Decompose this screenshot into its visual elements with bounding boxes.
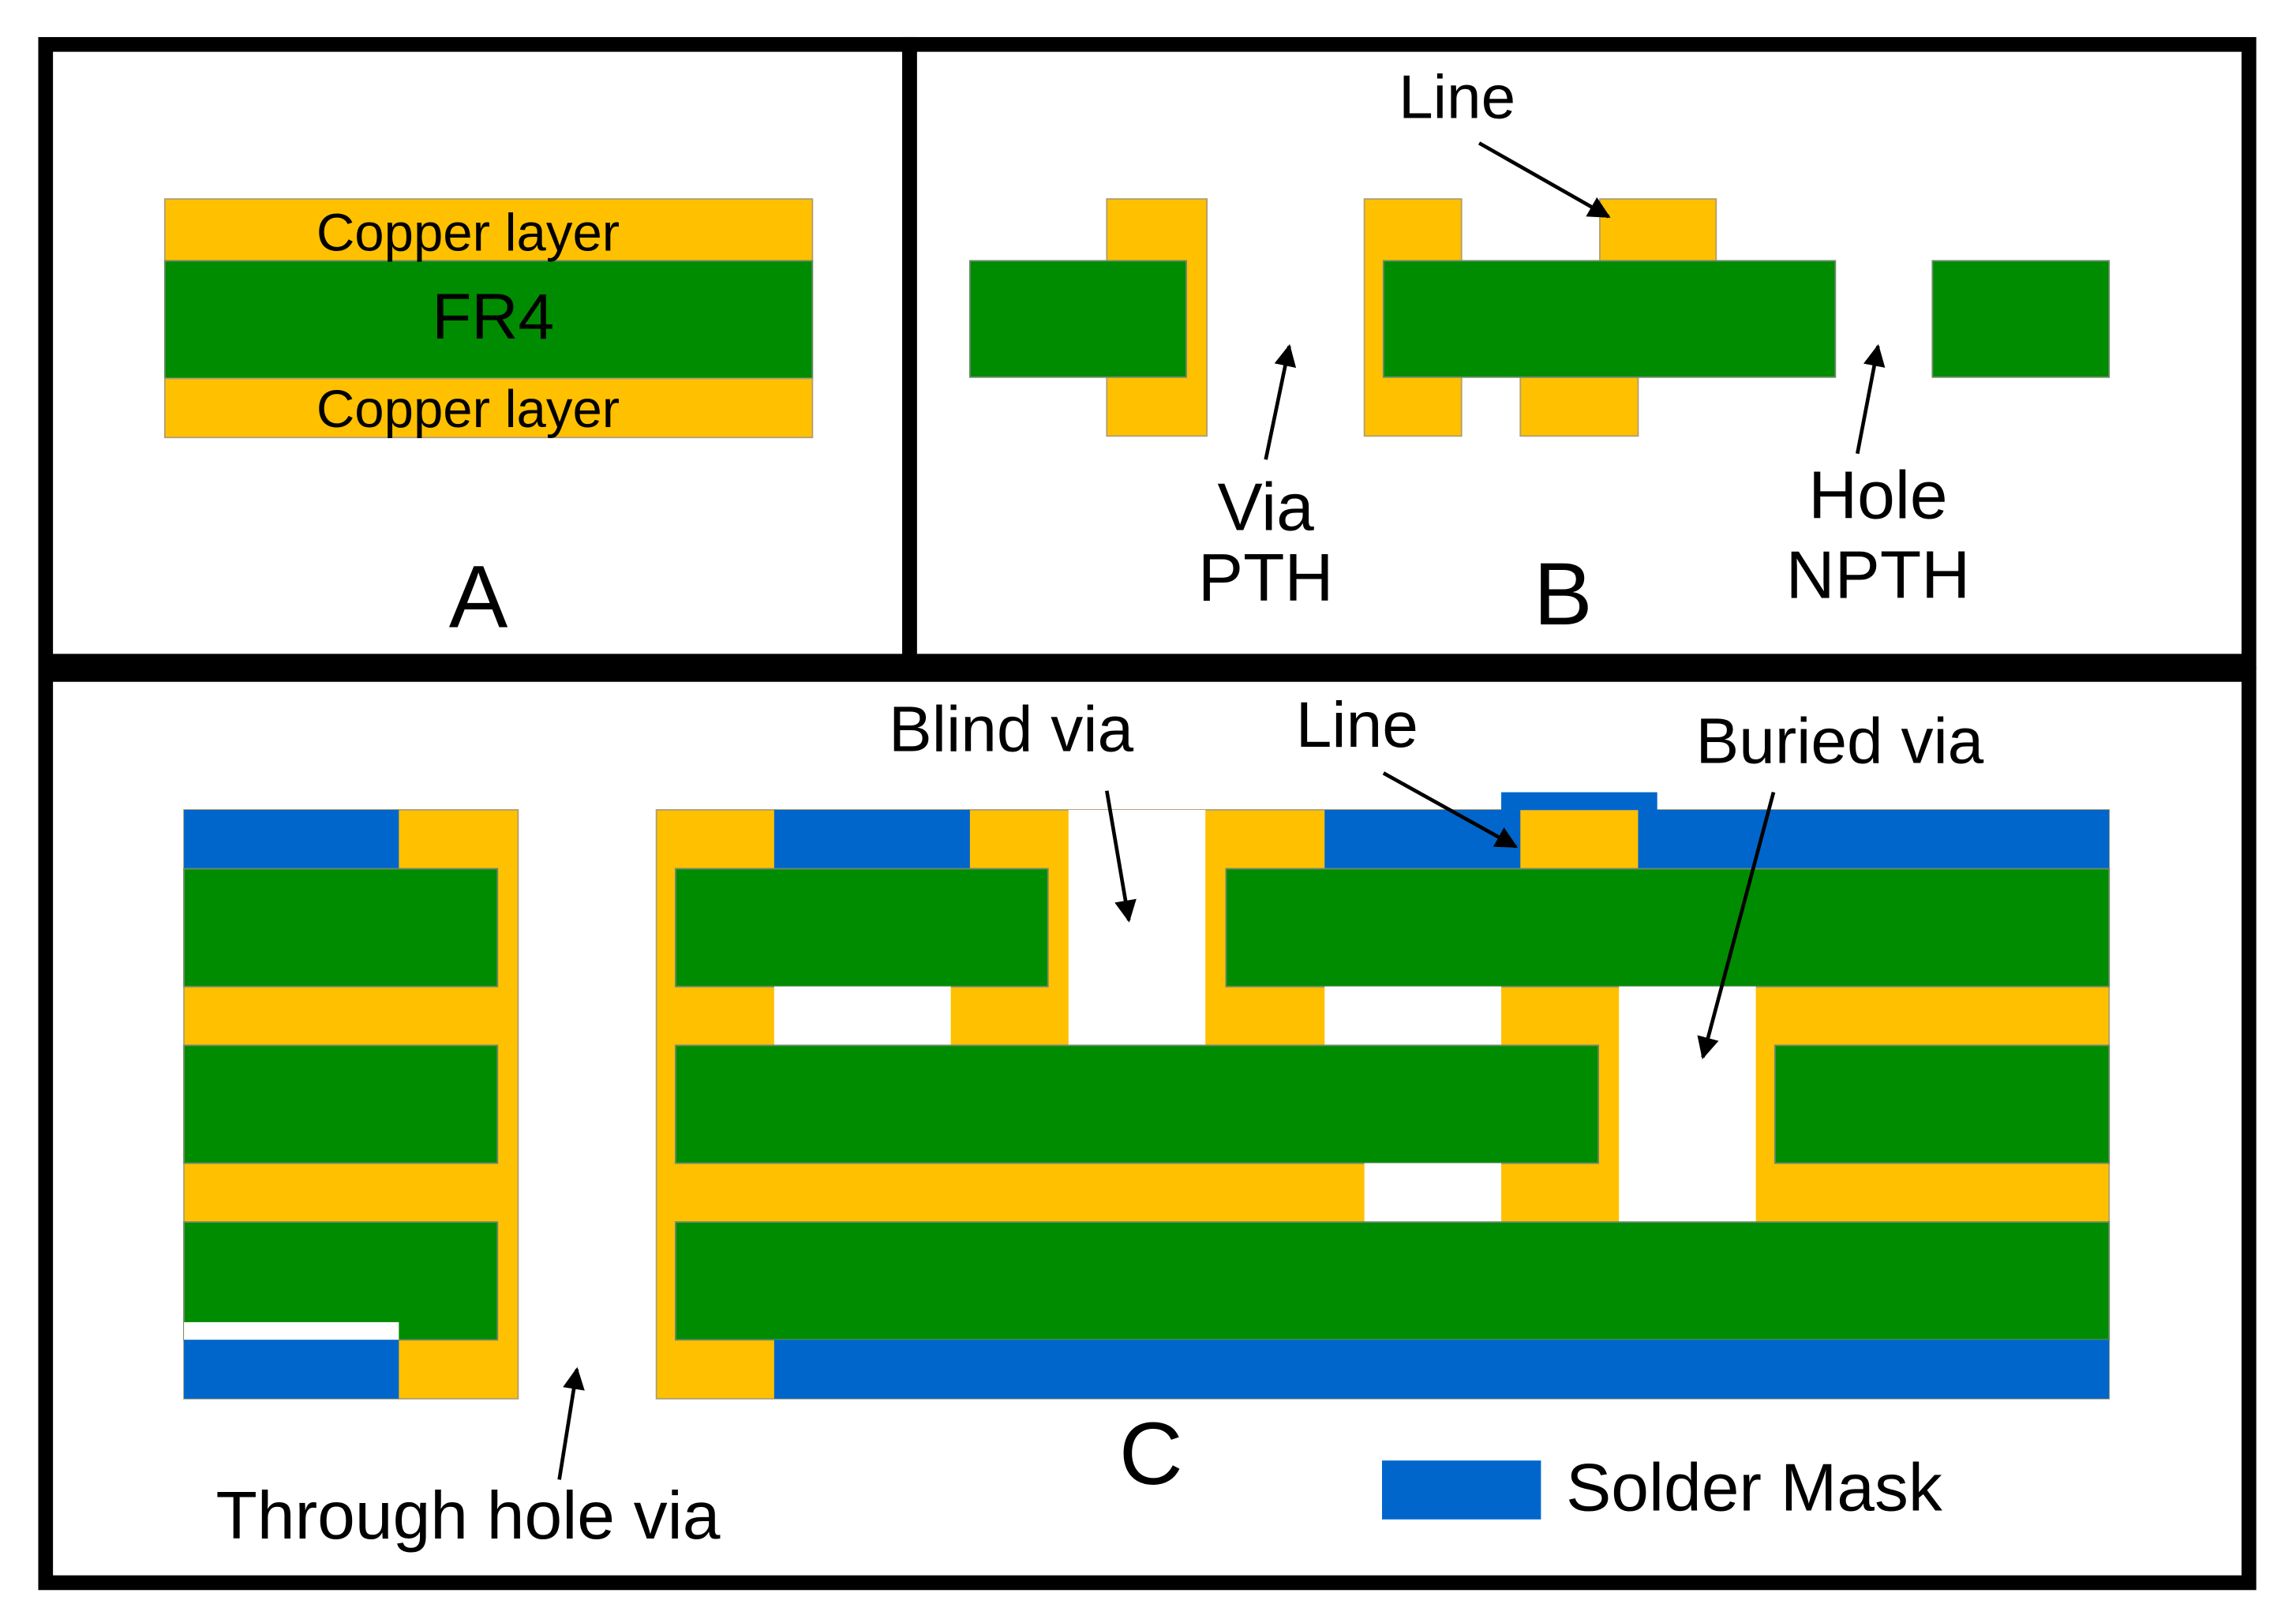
c-mask-bump xyxy=(1501,792,1657,810)
panel-a-letter: A xyxy=(449,548,508,647)
c-left-mask-bottom xyxy=(184,1340,399,1399)
c-buried-via-arrow xyxy=(1697,791,1776,1059)
panel-c-letter: C xyxy=(1119,1404,1183,1503)
panel-a-copper-top-label: Copper layer xyxy=(316,203,620,262)
c-main-fr4-2a xyxy=(674,1044,1600,1164)
panel-b-fr4-middle xyxy=(1382,260,1837,378)
panel-b: Line Via PTH Hole NPTH B xyxy=(968,62,2111,643)
c-blind-via-gap-top xyxy=(1068,809,1206,1046)
c-main-mask-top-3 xyxy=(1638,809,2110,869)
c-through-hole-arrow xyxy=(557,1366,585,1480)
c-main-fr4-1b xyxy=(1225,868,2111,988)
panel-b-letter: B xyxy=(1534,545,1593,643)
c-inner2-gap xyxy=(1364,1163,1502,1223)
c-left-fr4-3 xyxy=(183,1221,499,1341)
panel-a-fr4-label: FR4 xyxy=(432,281,554,353)
c-main-fr4-3 xyxy=(674,1221,2111,1341)
panel-b-line-copper xyxy=(1599,198,1717,262)
c-blind-via-arrow xyxy=(1104,790,1137,923)
panel-b-hole-label: Hole xyxy=(1808,458,1947,534)
c-main-fr4-2b xyxy=(1774,1044,2111,1164)
c-line-label: Line xyxy=(1296,689,1418,761)
panel-a-copper-top xyxy=(163,198,814,262)
panel-b-via-label: Via xyxy=(1217,470,1314,545)
panel-b-line-label: Line xyxy=(1399,62,1515,132)
c-left-fr4-2 xyxy=(183,1044,499,1164)
c-main-fr4-1a xyxy=(674,868,1049,988)
c-main-mask-top-1 xyxy=(773,809,970,869)
c-legend-swatch xyxy=(1381,1460,1541,1520)
c-line-arrow xyxy=(1382,771,1519,849)
c-inner1-gap-b xyxy=(1324,986,1502,1046)
panel-b-line-arrow xyxy=(1478,141,1611,219)
panel-b-fr4-left xyxy=(968,260,1187,378)
panel-a-copper-bottom xyxy=(163,377,814,439)
c-inner1-gap-a xyxy=(773,986,951,1046)
panel-b-bottom-copper xyxy=(1519,376,1639,437)
c-buried-via-hole xyxy=(1619,986,1756,1223)
panel-b-pth-label: PTH xyxy=(1198,540,1334,616)
c-blind-via-label: Blind via xyxy=(889,693,1133,765)
c-through-hole-label: Through hole via xyxy=(216,1478,721,1554)
c-main-mask-top-2 xyxy=(1324,809,1521,869)
panel-a-copper-bottom-label: Copper layer xyxy=(316,380,620,439)
c-left-mask-top xyxy=(184,809,399,869)
panel-b-npth-label: NPTH xyxy=(1786,537,1970,613)
panel-b-hole-arrow xyxy=(1856,343,1886,455)
panel-b-fr4-right xyxy=(1931,260,2111,378)
panel-c-frame xyxy=(38,667,2257,1591)
panel-b-via-arrow xyxy=(1264,343,1297,460)
c-main-mask-bottom xyxy=(773,1340,2110,1399)
c-left-fr4-1 xyxy=(183,868,499,988)
panel-c: Blind via Line Buried via Through hole v… xyxy=(183,689,2111,1554)
panel-frames xyxy=(38,36,2257,1591)
c-legend-label: Solder Mask xyxy=(1566,1450,1943,1526)
c-left-white-gap xyxy=(184,1321,399,1340)
c-buried-via-label: Buried via xyxy=(1696,705,1984,777)
panel-b-frame xyxy=(902,36,2257,669)
panel-a: Copper layer FR4 Copper layer A xyxy=(163,198,814,647)
